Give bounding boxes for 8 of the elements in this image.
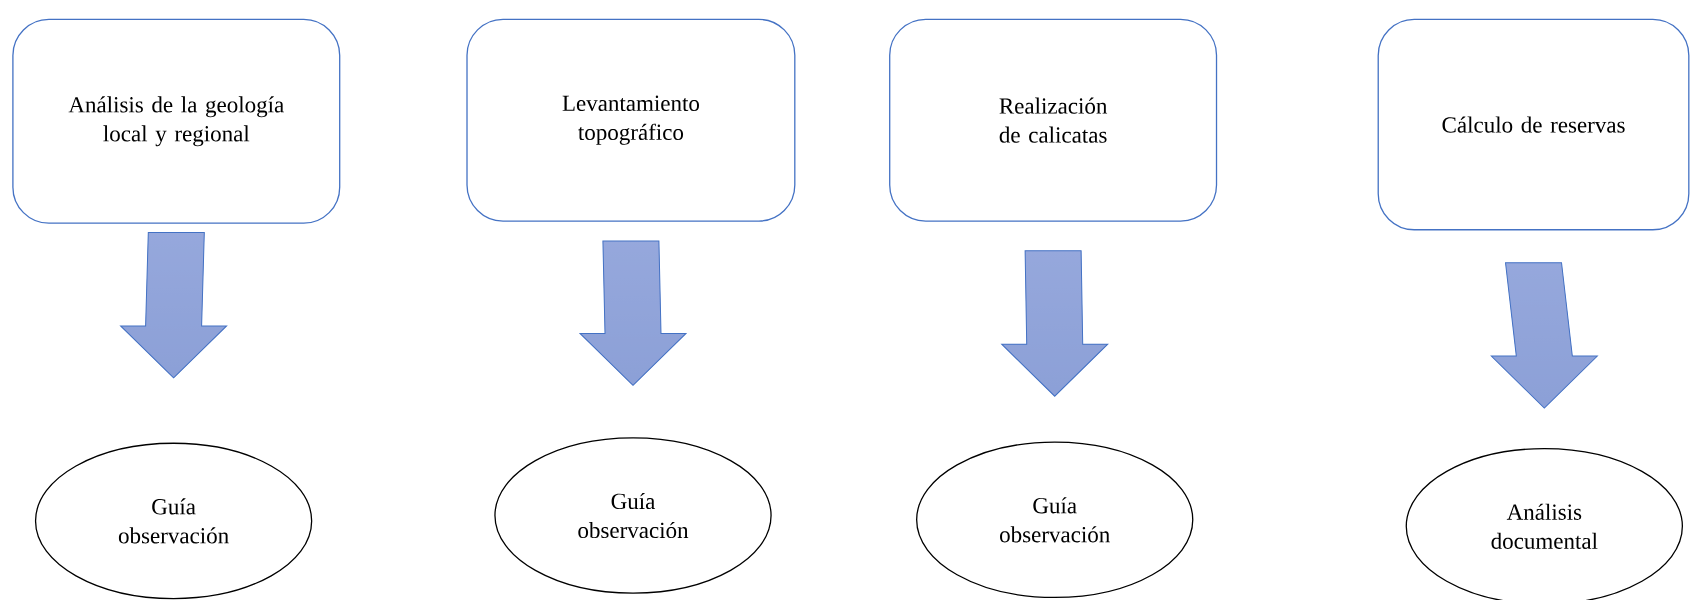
- block-arrow: [579, 240, 687, 386]
- process-box: Análisis de la geología local y regional: [12, 18, 341, 224]
- process-box: Cálculo de reservas: [1377, 18, 1690, 231]
- block-arrow: [1490, 262, 1598, 409]
- block-arrow: [120, 231, 228, 379]
- process-box: Realización de calicatas: [889, 18, 1218, 222]
- process-box: Levantamiento topográfico: [466, 18, 796, 222]
- block-arrow: [1001, 250, 1109, 397]
